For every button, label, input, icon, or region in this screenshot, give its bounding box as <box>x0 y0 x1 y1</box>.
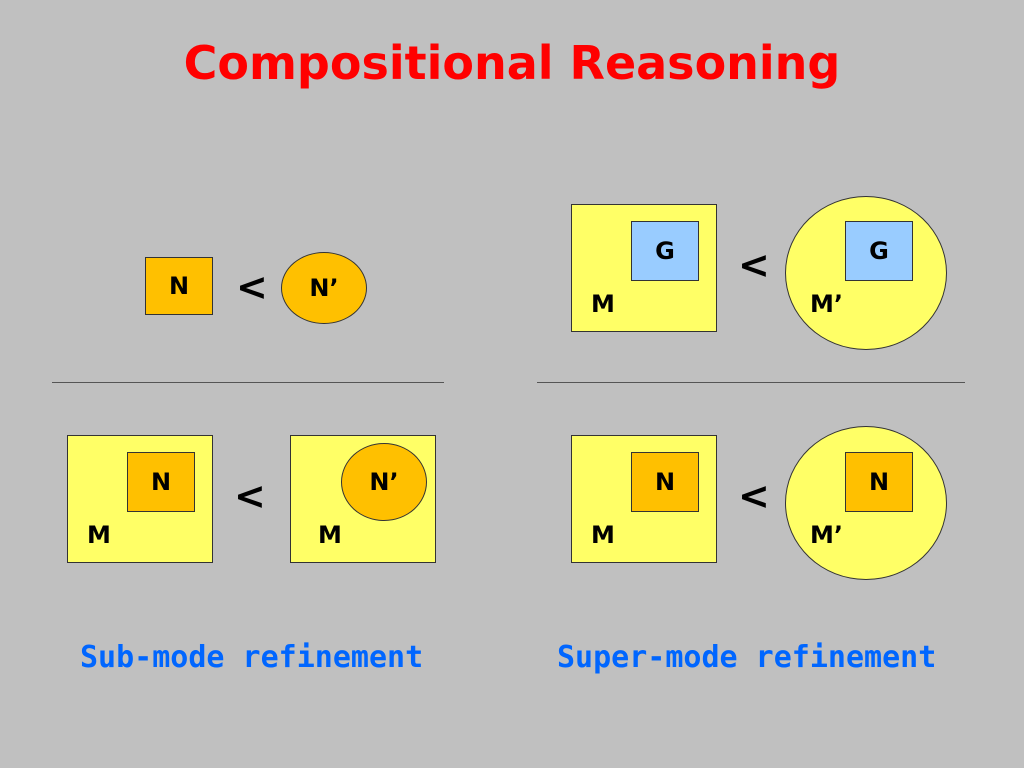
node-n-prime-circle: N’ <box>341 443 427 521</box>
left-divider <box>52 382 444 383</box>
mode-m-label: M <box>591 290 615 318</box>
mode-m-prime-label: M’ <box>810 521 843 549</box>
caption-sub-mode: Sub-mode refinement <box>80 640 424 675</box>
guard-g-box: G <box>845 221 913 281</box>
node-n-box: N <box>127 452 195 512</box>
page-title: Compositional Reasoning <box>183 36 841 90</box>
node-n-prime-label: N’ <box>369 468 399 496</box>
node-n-box: N <box>631 452 699 512</box>
refines-symbol: < <box>738 474 770 518</box>
node-n-prime-label: N’ <box>309 274 339 302</box>
mode-m-label: M <box>318 521 342 549</box>
node-n-box: N <box>845 452 913 512</box>
node-n-label: N <box>868 468 890 496</box>
refines-symbol: < <box>236 265 268 309</box>
node-n-label: N <box>150 468 172 496</box>
caption-super-mode: Super-mode refinement <box>557 640 937 675</box>
node-n-label: N <box>654 468 676 496</box>
refines-symbol: < <box>738 243 770 287</box>
refines-symbol: < <box>234 474 266 518</box>
guard-g-label: G <box>655 237 675 265</box>
mode-m-label: M <box>591 521 615 549</box>
mode-m-label: M <box>87 521 111 549</box>
node-n-box: N <box>145 257 213 315</box>
node-n-prime-circle: N’ <box>281 252 367 324</box>
guard-g-box: G <box>631 221 699 281</box>
mode-m-prime-label: M’ <box>810 290 843 318</box>
right-divider <box>537 382 965 383</box>
node-n-label: N <box>168 272 190 300</box>
guard-g-label: G <box>869 237 889 265</box>
